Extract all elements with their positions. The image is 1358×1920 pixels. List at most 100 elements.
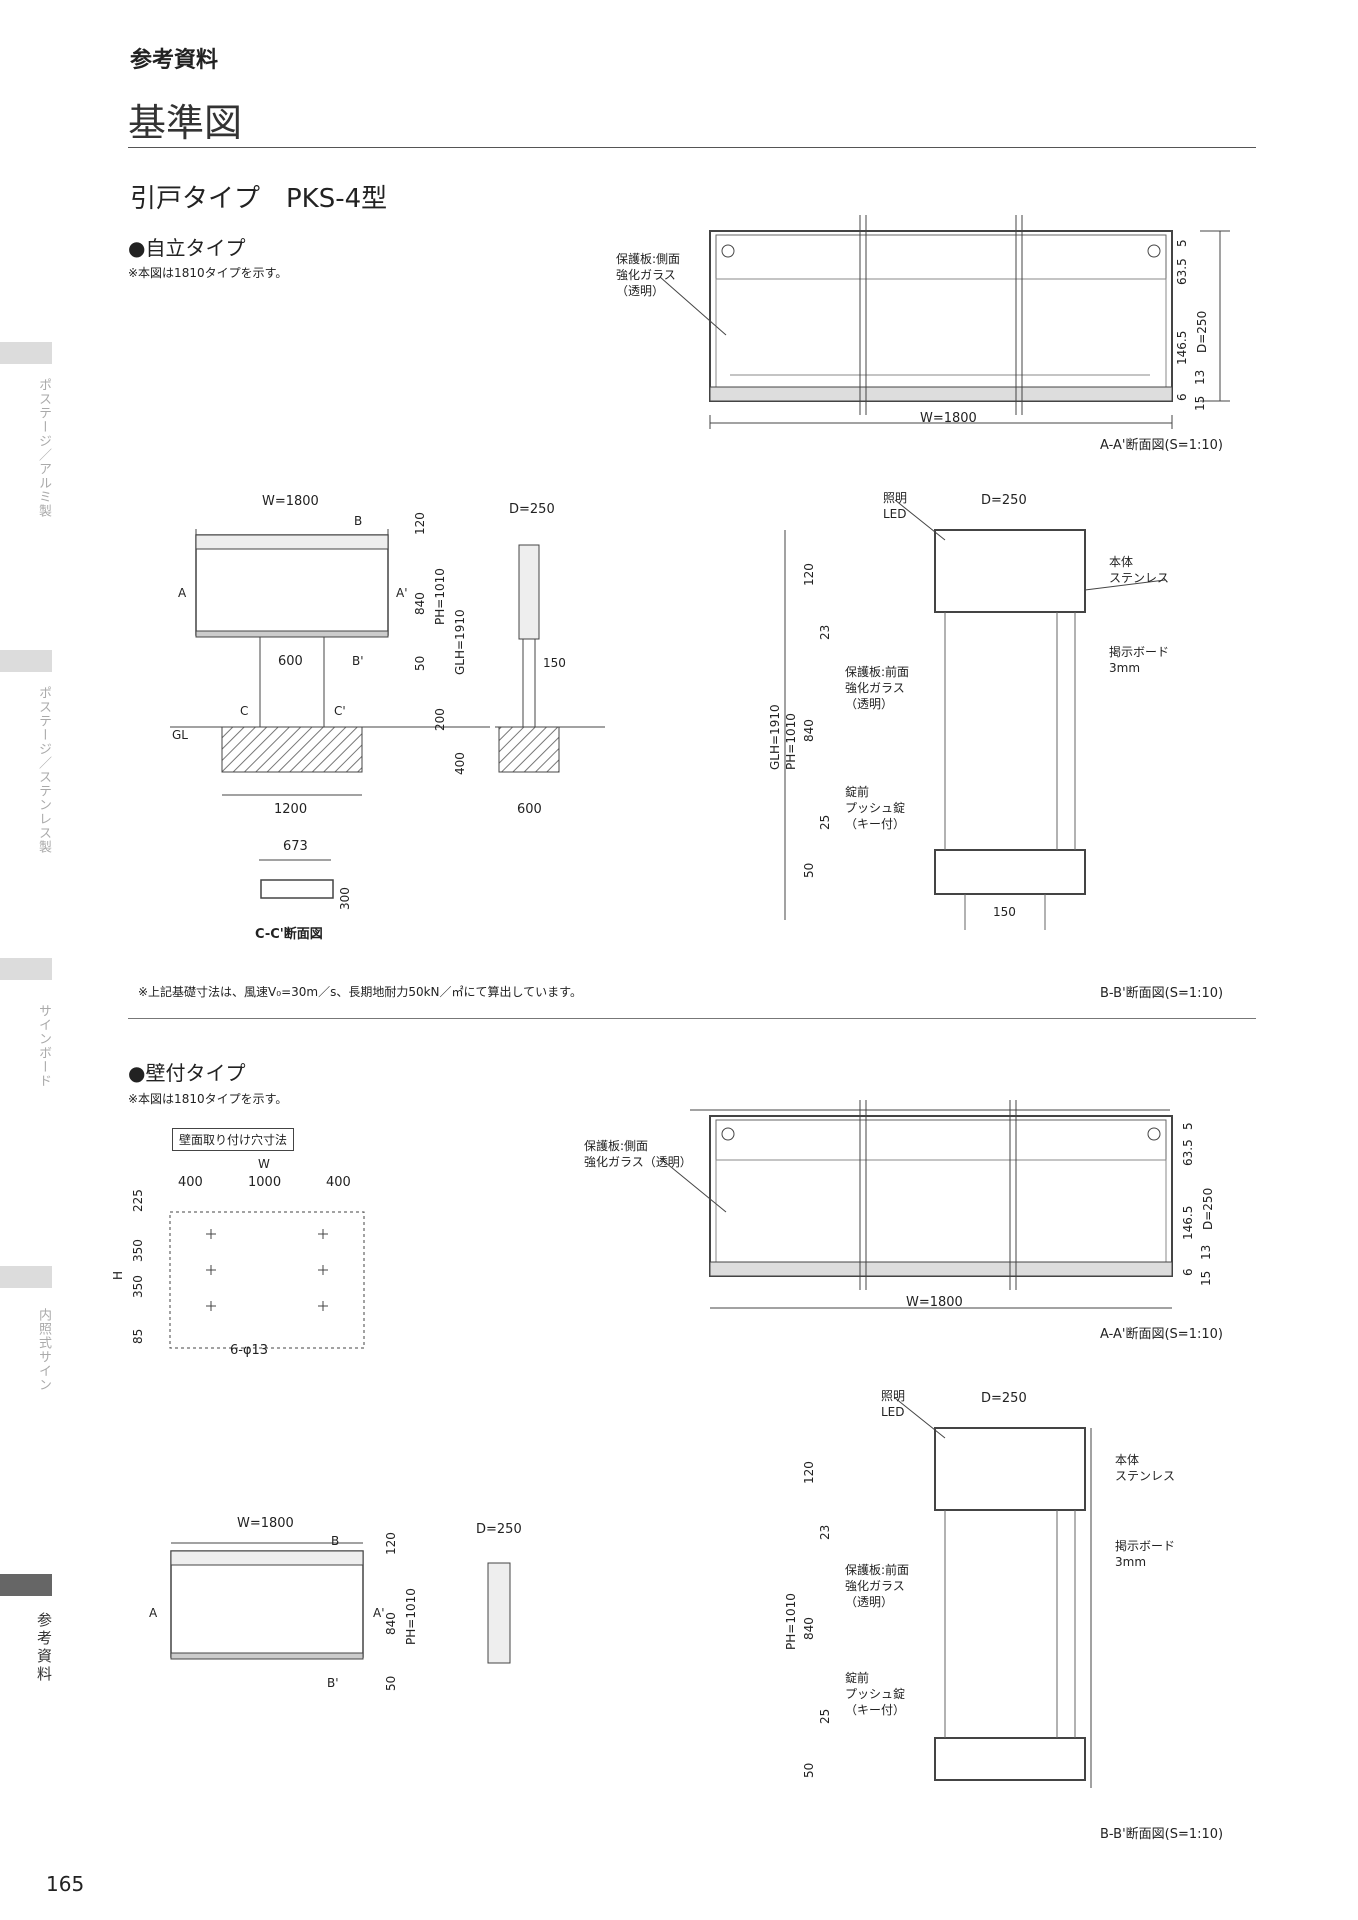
sidebar-tab-2[interactable] [0,650,52,672]
wall-aa-d3: 146.5 [1181,1206,1195,1240]
hole-y2: 350 [131,1239,145,1262]
section-category: 参考資料 [130,48,219,73]
sidebar-item-illuminated[interactable]: 内照式サイン [36,1308,51,1392]
bb-glass-1: 保護板:前面 [845,664,909,679]
wall-aa-d2: 63.5 [1181,1139,1195,1166]
wall-bb-h25: 25 [818,1709,832,1724]
front-b2: B' [352,654,364,668]
wall-front-b: B [331,1534,339,1548]
front-gl: GL [172,728,188,742]
freestanding-front-view: W=1800 B B' A A' C C' 600 GL 1200 120 84… [170,494,490,817]
hole-y1: 225 [131,1189,145,1212]
side-base: 600 [517,802,542,817]
wall-front-a: A [149,1606,158,1620]
aa-d4: 13 [1193,370,1207,385]
bb-glass-3: （透明） [845,697,893,711]
bb-150: 150 [993,905,1016,919]
freestanding-aa-section: W=1800 5 63.5 146.5 D=250 13 6 15 保護板:側面… [616,215,1230,453]
wall-aa-callout-1: 保護板:側面 [584,1138,648,1153]
header-divider [128,147,1256,148]
cc-height: 300 [338,887,352,910]
wall-bb-lock-3: （キー付） [845,1703,905,1717]
wall-bb-ph: PH=1010 [784,1593,798,1650]
aa-d3: 146.5 [1175,331,1189,365]
hole-count: 6-φ13 [230,1343,268,1358]
front-c2: C' [334,704,346,718]
bb-board-1: 掲示ボード [1109,644,1169,659]
bb-d: D=250 [981,493,1027,508]
front-a2: A' [396,586,408,600]
wall-aa-caption: A-A'断面図(S=1:10) [1100,1327,1223,1342]
front-base: 1200 [274,802,307,817]
wall-bb-board-2: 3mm [1115,1555,1146,1569]
wall-front-ph: PH=1010 [404,1588,418,1645]
wall-front-width: W=1800 [237,1516,294,1531]
foundation-note: ※上記基礎寸法は、風速V₀=30m／s、長期地耐力50kN／㎡にて算出しています… [138,985,582,999]
bb-body-1: 本体 [1109,555,1133,569]
cc-section: 673 300 C-C'断面図 [255,839,352,942]
bb-lock-2: プッシュ錠 [845,800,905,815]
sidebar-tab-3[interactable] [0,958,52,980]
wall-aa-width: W=1800 [906,1295,963,1310]
aa-d2: 63.5 [1175,258,1189,285]
bb-glass-2: 強化ガラス [845,681,905,695]
bb-h840: 840 [802,719,816,742]
wall-aa-d: D=250 [1201,1188,1215,1230]
page-number: 165 [46,1872,85,1896]
wall-bb-glass-1: 保護板:前面 [845,1562,909,1577]
aa-callout-3: （透明） [616,284,664,298]
aa-width: W=1800 [920,411,977,426]
wall-bb-board-1: 掲示ボード [1115,1538,1175,1553]
wall-bb-body-1: 本体 [1115,1453,1139,1467]
bb-body-2: ステンレス [1109,571,1169,585]
aa-caption: A-A'断面図(S=1:10) [1100,438,1223,453]
front-h200: 200 [433,708,447,731]
wall-bb-light-1: 照明 [881,1389,905,1403]
wall-bb-d: D=250 [981,1391,1027,1406]
front-width: W=1800 [262,494,319,509]
wall-bb-h120: 120 [802,1461,816,1484]
wall-aa-d1: 5 [1181,1122,1195,1130]
wall-bb-light-2: LED [881,1405,905,1419]
front-a: A [178,586,187,600]
wall-front-h50: 50 [384,1676,398,1691]
wall-bb-body-2: ステンレス [1115,1469,1175,1483]
bb-board-2: 3mm [1109,661,1140,675]
sidebar-tab-5[interactable] [0,1574,52,1596]
sidebar-tab-1[interactable] [0,342,52,364]
wall-aa-d4: 13 [1199,1245,1213,1260]
wall-hole-diagram: W 400 1000 400 225 350 350 85 H 6-φ13 [111,1157,365,1358]
wall-bb-h50: 50 [802,1763,816,1778]
wall-front-h840: 840 [384,1612,398,1635]
hole-x3: 400 [326,1175,351,1190]
hole-x1: 400 [178,1175,203,1190]
side-150: 150 [543,656,566,670]
product-type-title: 引戸タイプ PKS-4型 [130,184,388,214]
aa-d: D=250 [1195,311,1209,353]
wall-bb-h23: 23 [818,1525,832,1540]
sidebar-item-reference[interactable]: 参考資料 [35,1612,53,1684]
sidebar-tab-4[interactable] [0,1266,52,1288]
bb-lock-3: （キー付） [845,817,905,831]
front-b: B [354,514,362,528]
sidebar-item-aluminum[interactable]: ポステージ／アルミ製 [36,378,51,518]
wall-front-h120: 120 [384,1532,398,1555]
bb-light-2: LED [883,507,907,521]
wall-bb-caption: B-B'断面図(S=1:10) [1100,1827,1224,1842]
sidebar-item-stainless[interactable]: ポステージ／ステンレス製 [36,686,51,854]
sidebar-item-signboard[interactable]: サインボード [36,1004,51,1088]
bb-h23: 23 [818,625,832,640]
wall-side-view: D=250 [476,1522,522,1664]
bb-h120: 120 [802,563,816,586]
wall-bb-lock-2: プッシュ錠 [845,1686,905,1701]
side-d: D=250 [509,502,555,517]
wall-bb-h840: 840 [802,1617,816,1640]
front-h400: 400 [453,752,467,775]
bb-glh: GLH=1910 [768,704,782,770]
hole-h: H [111,1271,125,1280]
freestanding-side-view: D=250 150 600 [495,502,605,817]
aa-callout-1: 保護板:側面 [616,251,680,266]
aa-callout-2: 強化ガラス [616,268,676,282]
aa-d5: 6 [1175,393,1189,401]
wall-side-d: D=250 [476,1522,522,1537]
